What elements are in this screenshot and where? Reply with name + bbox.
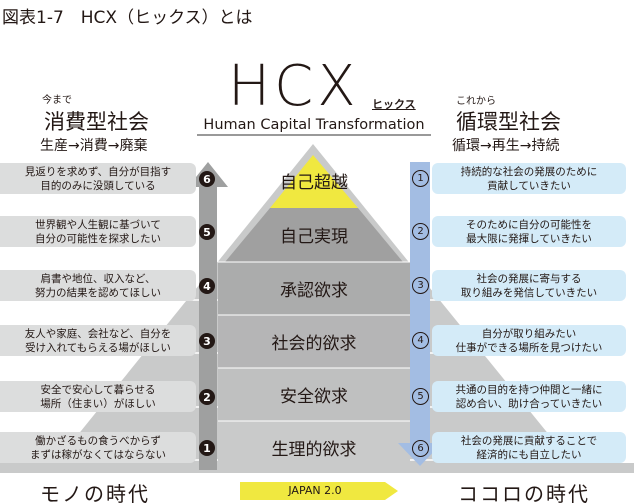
right-num-5: 5: [412, 388, 429, 405]
right-num-3: 3: [412, 277, 429, 294]
left-num-2: 2: [199, 389, 215, 405]
right-num-2: 2: [412, 223, 429, 240]
level-apex-yellow: [270, 155, 358, 208]
right-num-4: 4: [412, 332, 429, 349]
level-physiological: 生理的欲求: [271, 440, 357, 460]
footer-center: JAPAN 2.0: [288, 484, 342, 497]
footer-left: モノの時代: [40, 482, 150, 504]
left-num-6: 6: [199, 171, 215, 187]
upward-arrow: [188, 162, 228, 470]
left-header-title: 消費型社会: [44, 110, 149, 134]
footer-right: ココロの時代: [458, 482, 590, 504]
hcx-subtitle: Human Capital Transformation: [197, 116, 431, 136]
left-item-4: 肩書や地位、収入など、 努力の結果を認めてほしい: [0, 270, 196, 301]
level-band-3: [218, 315, 410, 368]
left-num-3: 3: [199, 333, 215, 349]
level-social: 社会的欲求: [271, 334, 357, 354]
right-header-title: 循環型社会: [456, 110, 561, 134]
level-self-actualization: 自己実現: [280, 227, 348, 247]
right-item-4: 自分が取り組みたい 仕事ができる場所を見つけたい: [432, 325, 626, 356]
downward-arrow: [398, 162, 442, 466]
level-band-5: [225, 208, 403, 262]
figure-title: 図表1-7 HCX（ヒックス）とは: [2, 8, 253, 28]
left-item-2: 安全で安心して暮らせる 場所（住まい）がほしい: [0, 381, 196, 412]
right-header-small: これから: [456, 96, 496, 107]
right-num-1: 1: [412, 170, 429, 187]
level-band-1: [218, 421, 410, 473]
right-item-2: そのために自分の可能性を 最大限に発揮していきたい: [432, 216, 626, 247]
left-item-1: 働かざるもの食うべからず まずは稼がなくてはならない: [0, 432, 196, 463]
japan-arrow: [240, 482, 398, 500]
left-item-6: 見返りを求めず、自分が目指す 目的のみに没頭している: [0, 163, 196, 194]
left-num-4: 4: [199, 278, 215, 294]
right-header-flow: 循環→再生→持続: [452, 138, 560, 154]
level-self-transcendence: 自己超越: [280, 173, 348, 193]
left-header-flow: 生産→消費→廃棄: [40, 138, 148, 154]
hcx-logo: HCX: [228, 54, 360, 119]
level-esteem: 承認欲求: [280, 281, 348, 301]
left-num-1: 1: [199, 440, 215, 456]
hcx-reading: ヒックス: [372, 98, 416, 111]
right-num-6: 6: [412, 440, 429, 457]
level-band-2: [218, 368, 410, 421]
right-item-3: 社会の発展に寄与する 取り組みを発信していきたい: [432, 270, 626, 301]
left-item-3: 友人や家庭、会社など、自分を 受け入れてもらえる場がほしい: [0, 325, 196, 356]
right-item-6: 社会の発展に貢献することで 経済的にも自立したい: [432, 432, 626, 463]
level-safety: 安全欲求: [280, 387, 348, 407]
level-band-4: [218, 262, 410, 315]
left-num-5: 5: [199, 224, 215, 240]
left-header-small: 今まで: [42, 95, 72, 106]
right-item-5: 共通の目的を持つ仲間と一緒に 認め合い、助け合っていきたい: [432, 381, 626, 412]
left-item-5: 世界観や人生観に基づいて 自分の可能性を探求したい: [0, 216, 196, 247]
right-item-1: 持続的な社会の発展のために 貢献していきたい: [432, 163, 626, 194]
